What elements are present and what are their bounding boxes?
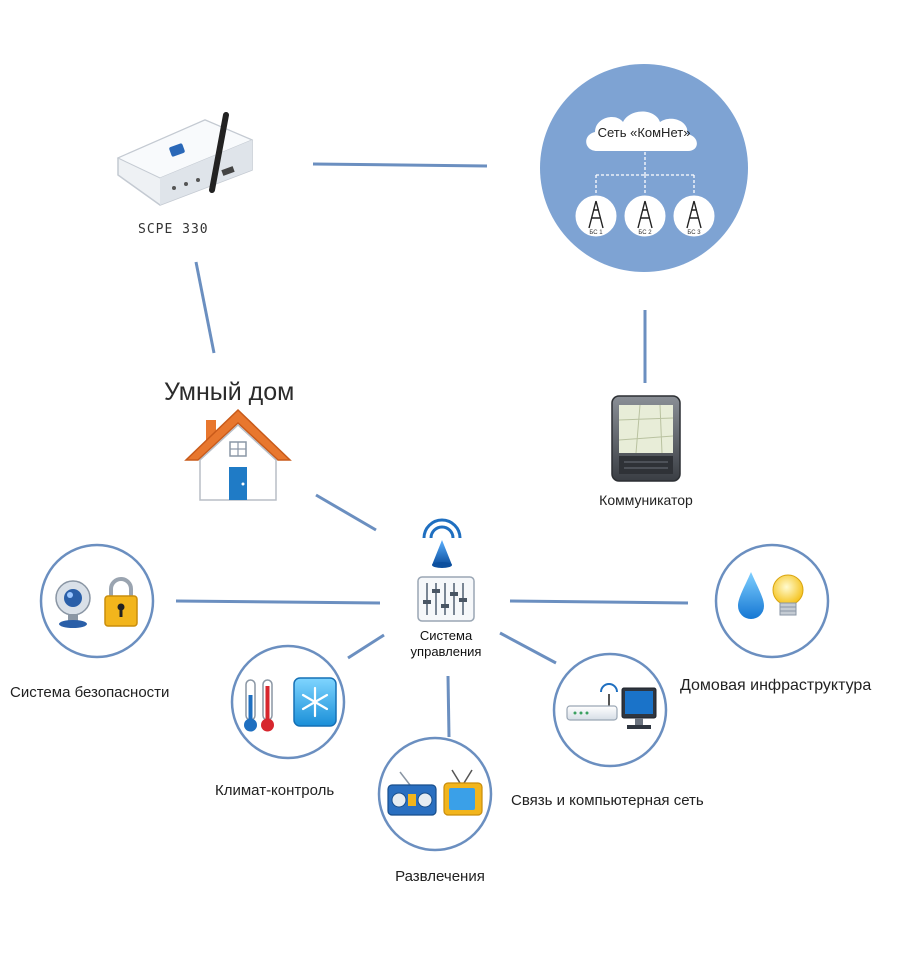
padlock-icon <box>104 577 138 627</box>
cloud-label: Сеть «КомНет» <box>598 125 691 140</box>
communications-circle <box>552 652 668 768</box>
scpe-device-icon <box>116 112 254 206</box>
thermometer-icon <box>244 679 274 732</box>
network-komnet <box>540 64 748 272</box>
station-label-3: БС 3 <box>687 230 701 236</box>
infrastructure-circle <box>714 543 830 659</box>
water-drop-icon <box>738 572 764 619</box>
cloud-icon <box>586 111 697 151</box>
router-icon <box>566 683 618 721</box>
house-icon <box>184 408 292 501</box>
control-mixer-icon <box>417 576 475 622</box>
smart-home-title: Умный дом <box>164 378 294 406</box>
link-control-entertainment <box>446 675 451 738</box>
tv-icon <box>443 769 483 816</box>
control-system-label-2: управления <box>411 644 482 659</box>
link-home-control <box>315 493 377 532</box>
tower-icon <box>588 200 702 229</box>
entertainment-circle <box>377 736 493 852</box>
link-control-network <box>499 631 557 665</box>
base-station-2 <box>623 194 667 238</box>
webcam-icon <box>55 580 91 628</box>
light-bulb-icon <box>772 574 804 616</box>
link-control-security <box>175 599 381 605</box>
link-device-network <box>312 162 488 168</box>
base-station-1 <box>574 194 618 238</box>
link-control-climate <box>347 633 385 660</box>
link-device-home <box>194 261 216 354</box>
radio-icon <box>387 771 437 816</box>
device-model-label: SCPE 330 <box>138 222 209 237</box>
connectors <box>175 162 689 738</box>
network-label: Связь и компьютерная сеть <box>511 792 704 809</box>
control-system-label-1: Система <box>420 628 473 643</box>
base-station-3 <box>672 194 716 238</box>
station-label-2: БС 2 <box>638 230 652 236</box>
station-label-1: БС 1 <box>589 230 603 236</box>
security-circle <box>39 543 155 659</box>
control-antenna-icon <box>422 518 462 568</box>
link-control-infrastructure <box>509 599 689 605</box>
snowflake-icon <box>293 677 337 727</box>
infrastructure-label: Домовая инфраструктура <box>680 677 871 694</box>
monitor-icon <box>621 687 657 729</box>
entertainment-label: Развлечения <box>395 868 485 885</box>
security-label: Система безопасности <box>10 684 169 701</box>
communicator-label: Коммуникатор <box>599 492 693 508</box>
communicator-phone-icon <box>611 395 681 482</box>
climate-label: Климат-контроль <box>215 782 334 799</box>
climate-circle <box>230 644 346 760</box>
